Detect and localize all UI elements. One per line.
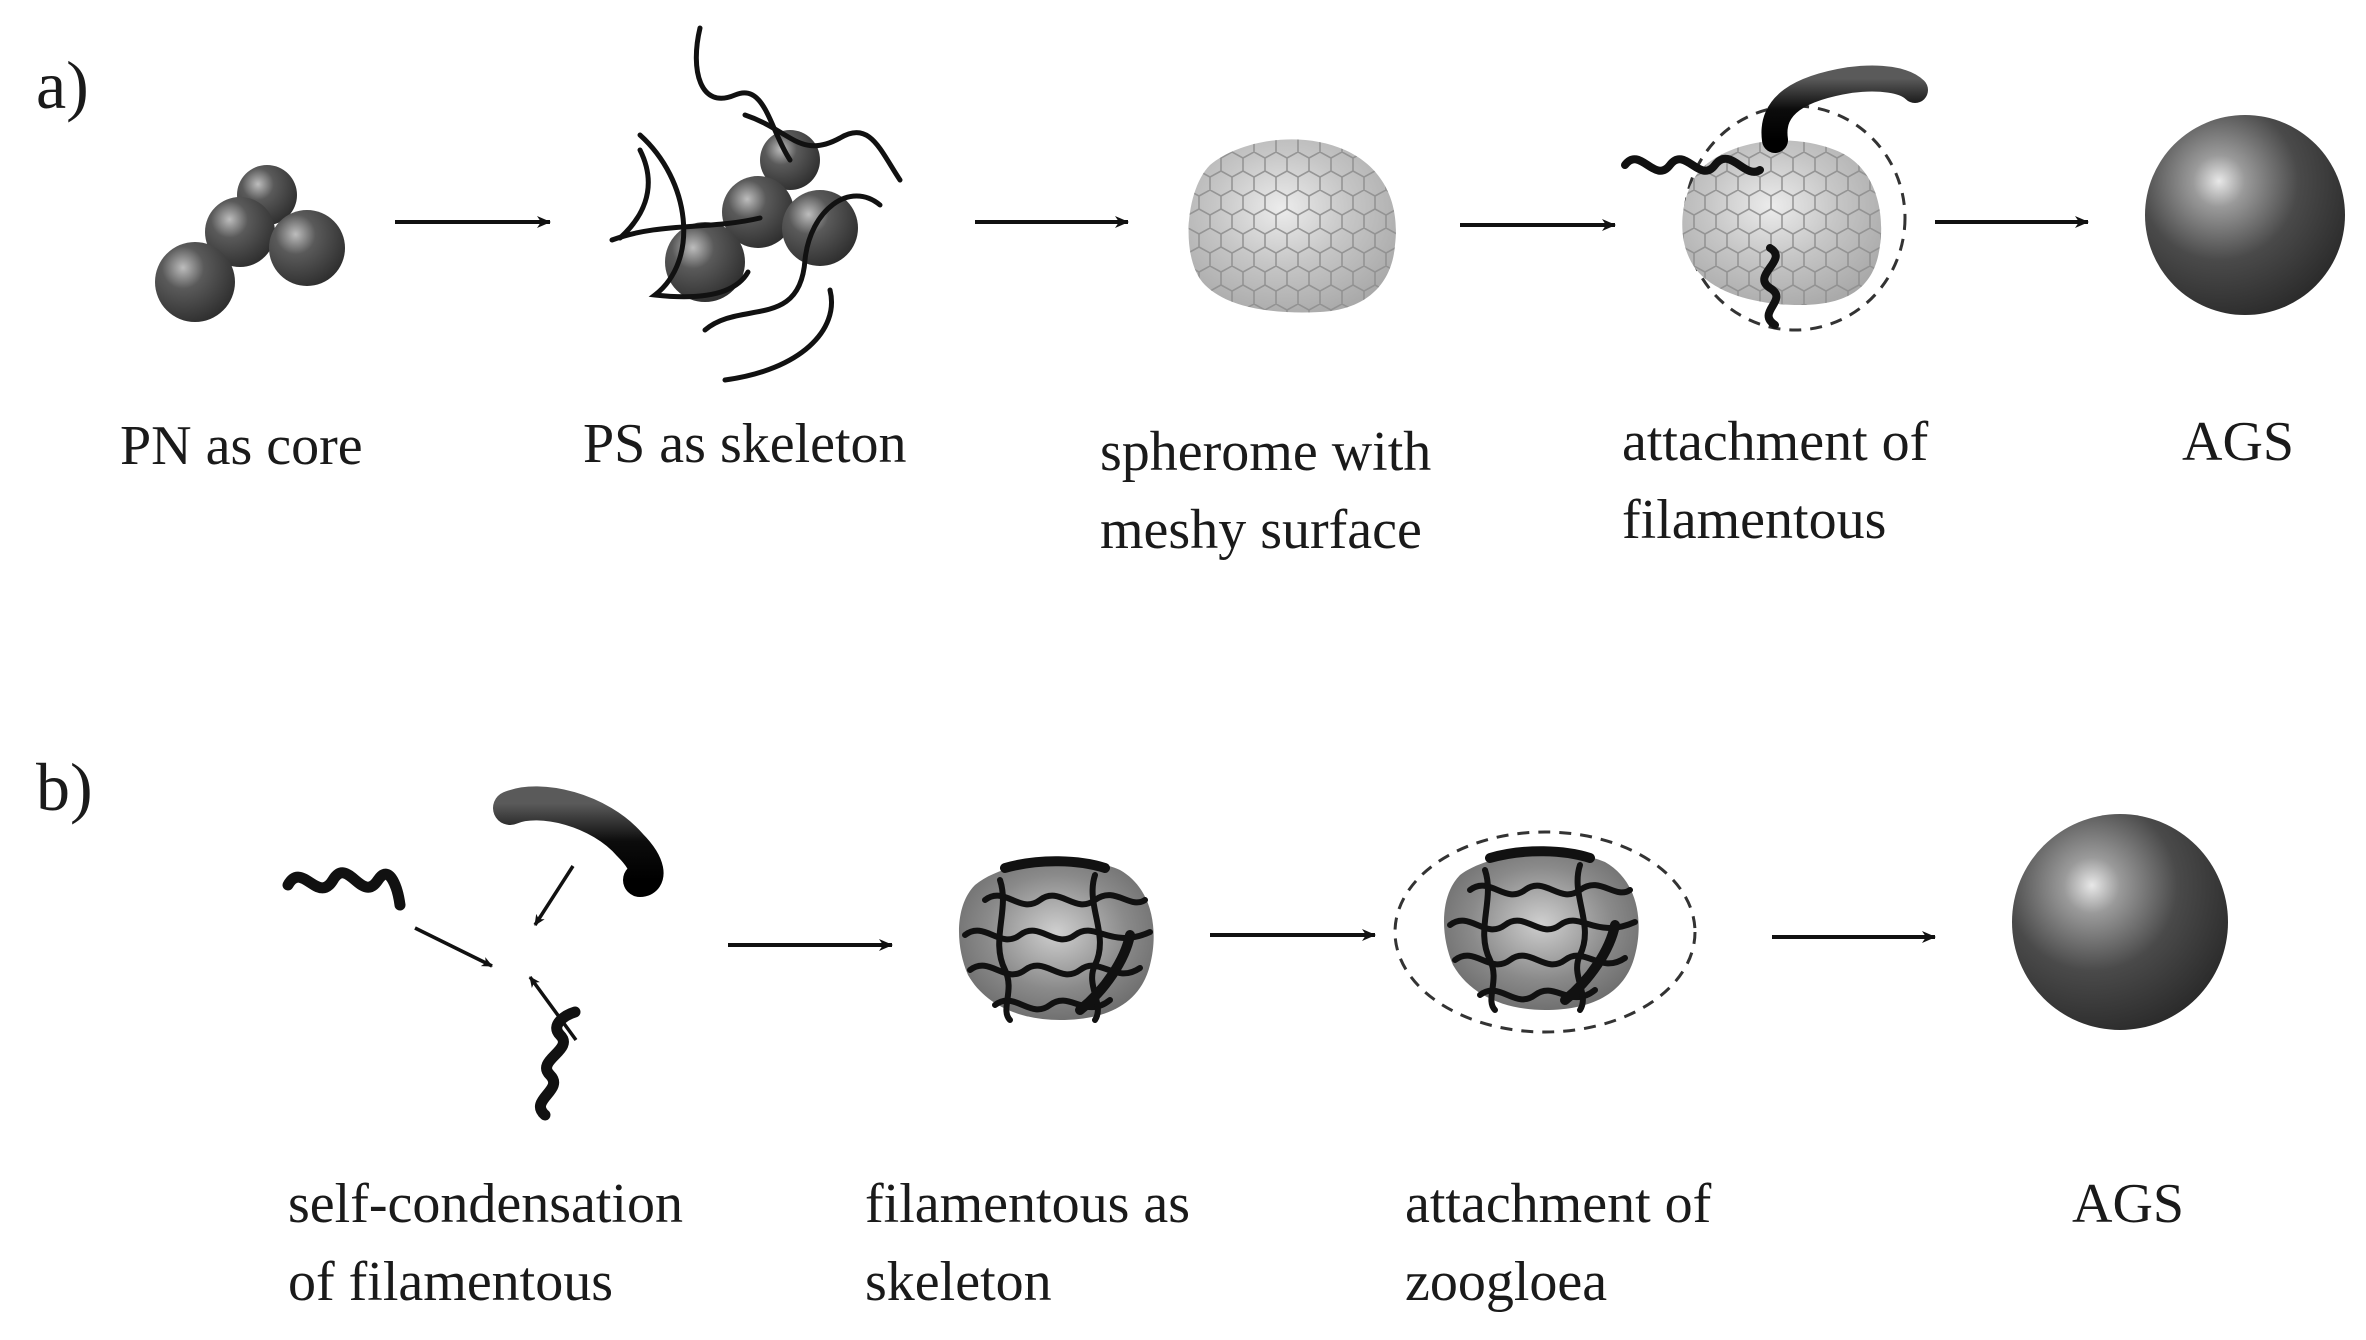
caption-a4-line1: attachment of	[1622, 411, 1929, 473]
caption-b1-line2: of filamentous	[288, 1251, 613, 1313]
caption-a1: PN as core	[120, 415, 363, 477]
filament-attachment-icon	[1621, 65, 1928, 332]
ps-skeleton-icon	[609, 25, 903, 383]
caption-b3-line2: zoogloea	[1405, 1251, 1607, 1313]
caption-b4: AGS	[2072, 1173, 2184, 1235]
caption-a4-line2: filamentous	[1622, 489, 1886, 551]
spherome-mesh-icon	[1188, 139, 1396, 313]
caption-b2-line2: skeleton	[865, 1251, 1052, 1313]
caption-b2-line1: filamentous as	[865, 1173, 1190, 1235]
caption-a3-line2: meshy surface	[1100, 499, 1422, 561]
caption-a2: PS as skeleton	[583, 413, 907, 475]
caption-a5: AGS	[2182, 411, 2294, 473]
self-condensation-icon	[282, 786, 664, 1121]
ags-granule-icon-a	[2145, 115, 2345, 315]
filament-skeleton-icon	[958, 856, 1154, 1023]
caption-b3-line1: attachment of	[1405, 1173, 1712, 1235]
panel-b-label: b)	[36, 749, 93, 825]
pn-core-icon	[155, 165, 345, 322]
caption-a3-line1: spherome with	[1100, 421, 1431, 483]
zoogloea-attachment-icon	[1393, 830, 1697, 1034]
ags-granule-icon-b	[2012, 814, 2228, 1030]
panel-a-label: a)	[36, 47, 89, 123]
caption-b1-line1: self-condensation	[288, 1173, 683, 1235]
